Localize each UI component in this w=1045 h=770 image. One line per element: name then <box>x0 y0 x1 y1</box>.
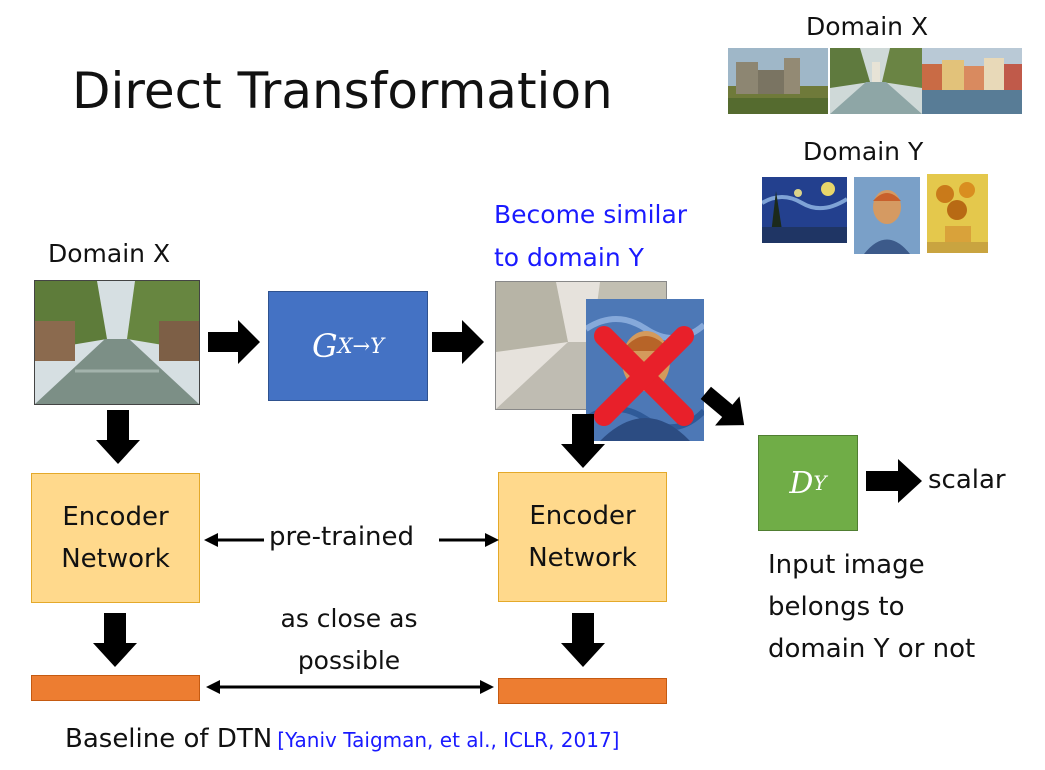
discriminator-desc-line2: belongs to <box>768 592 905 622</box>
discriminator-desc-line3: domain Y or not <box>768 634 976 664</box>
domain-x-photo-canal <box>830 48 922 114</box>
arrow-feature-double <box>206 678 494 700</box>
generator-symbol: G <box>312 327 338 365</box>
footer-text: Baseline of DTN <box>65 724 273 754</box>
feature-constraint-label: as close as possible <box>230 598 468 682</box>
encoder-left-line2: Network <box>61 544 170 574</box>
input-image <box>34 280 200 405</box>
encoder-network-right: Encoder Network <box>498 472 667 602</box>
footer-citation: [Yaniv Taigman, et al., ICLR, 2017] <box>277 728 620 752</box>
arrow-encoder-right-to-feature <box>561 613 605 671</box>
domain-y-painting-starry-night <box>762 177 847 243</box>
feature-constraint-line2: possible <box>297 646 401 675</box>
arrow-pretrained-left <box>204 531 264 553</box>
domain-x-photo-harbor <box>922 48 1022 114</box>
arrow-discriminator-to-scalar <box>866 459 922 507</box>
output-caption: Become similar to domain Y <box>494 193 687 279</box>
encoder-right-line1: Encoder <box>529 501 636 531</box>
domain-y-painting-sunflowers <box>927 174 988 253</box>
arrow-input-to-encoder <box>96 410 140 468</box>
scalar-label: scalar <box>928 465 1006 495</box>
domain-x-example-label: Domain X <box>806 12 929 41</box>
arrow-generator-to-output <box>432 320 484 368</box>
arrow-output-to-encoder <box>561 414 605 472</box>
arrow-output-to-discriminator <box>700 384 750 438</box>
arrow-pretrained-right <box>439 531 499 553</box>
cross-icon <box>592 324 696 432</box>
generator-subscript: X→Y <box>337 334 384 358</box>
encoder-right-line2: Network <box>528 543 637 573</box>
feature-vector-right <box>498 678 667 704</box>
discriminator-subscript: Y <box>813 471 827 495</box>
feature-constraint-line1: as close as <box>280 604 418 633</box>
feature-vector-left <box>31 675 200 701</box>
arrow-encoder-left-to-feature <box>93 613 137 671</box>
domain-x-photo-castle <box>728 48 828 114</box>
output-caption-line1: Become similar <box>494 200 688 229</box>
page-title: Direct Transformation <box>72 62 613 120</box>
encoder-left-line1: Encoder <box>62 502 169 532</box>
encoder-network-left: Encoder Network <box>31 473 200 603</box>
output-caption-line2: to domain Y <box>494 243 644 272</box>
domain-y-painting-portrait <box>854 177 920 254</box>
discriminator-description: Input image belongs to domain Y or not <box>768 544 975 670</box>
arrow-input-to-generator <box>208 320 260 368</box>
discriminator-symbol: D <box>789 465 814 501</box>
input-domain-label: Domain X <box>48 239 171 268</box>
domain-y-example-label: Domain Y <box>803 137 924 166</box>
pretrained-label: pre-trained <box>269 522 415 552</box>
footer: Baseline of DTN [Yaniv Taigman, et al., … <box>65 724 619 754</box>
discriminator-desc-line1: Input image <box>768 550 925 580</box>
